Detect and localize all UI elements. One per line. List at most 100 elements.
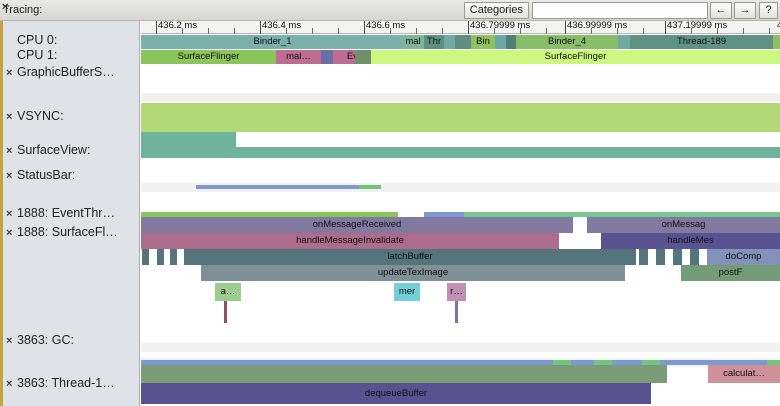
timeline-slice[interactable]: [455, 35, 471, 49]
close-icon[interactable]: ✕: [1, 2, 10, 13]
close-track-icon[interactable]: ×: [6, 111, 13, 123]
track-label-thread-1[interactable]: ×3863: Thread-1…: [6, 376, 115, 391]
track-label-pane: ×CPU 0:×CPU 1: × GraphicBufferS… ×VSYNC: ×Su…: [0, 21, 140, 406]
timeline-slice[interactable]: [157, 249, 164, 265]
timeline-slice[interactable]: [559, 233, 601, 249]
timeline-slice-labeled[interactable]: onMessageReceived: [141, 217, 573, 233]
categories-button[interactable]: Categories: [463, 1, 529, 19]
toolbar-right-group: Categories ← → ?: [462, 1, 780, 20]
track-label-surfaceview[interactable]: ×SurfaceView:: [6, 143, 90, 158]
close-track-icon[interactable]: ×: [6, 335, 13, 347]
timeline-slice[interactable]: [573, 217, 587, 233]
ruler-minor-tick: [234, 28, 235, 34]
track-label-cpu-0[interactable]: ×CPU 0:: [6, 33, 57, 48]
timeline-slice[interactable]: [141, 212, 398, 217]
ruler-tick-label: 436.2 ms: [158, 21, 198, 31]
next-result-button[interactable]: →: [734, 1, 756, 19]
track-label-text: GraphicBufferS…: [17, 65, 115, 79]
timeline-slice[interactable]: [656, 249, 665, 265]
timeline-slice[interactable]: [673, 249, 682, 265]
timeline-slice-labeled[interactable]: Thr: [424, 35, 444, 49]
timeline-slice[interactable]: [196, 185, 359, 189]
track-label-eventthread[interactable]: ×1888: EventThr…: [6, 206, 115, 221]
track-label-vsync[interactable]: ×VSYNC:: [6, 109, 64, 124]
track-label-statusbar[interactable]: ×StatusBar:: [6, 168, 75, 183]
timeline-slice[interactable]: [455, 301, 458, 323]
ruler-major-tick: [665, 21, 666, 34]
ruler-minor-tick: [416, 28, 417, 34]
timeline-slice-labeled[interactable]: r…: [447, 283, 466, 301]
timeline-slice[interactable]: [506, 35, 516, 49]
close-track-icon[interactable]: ×: [6, 378, 13, 390]
timeline-slice[interactable]: [424, 212, 464, 217]
timeline-slice-labeled[interactable]: Binder_1: [141, 35, 404, 49]
toolbar: ✕ Tracing: Categories ← → ?: [0, 0, 780, 21]
timeline-slice-labeled[interactable]: calculat…: [708, 365, 780, 383]
slice-label: Thr: [426, 36, 442, 47]
timeline-slice-labeled[interactable]: mer: [394, 283, 420, 301]
search-input[interactable]: [532, 1, 708, 19]
timeline-slice-labeled[interactable]: handleMes: [601, 233, 780, 249]
slice-label: calculat…: [723, 368, 765, 379]
timeline-slice[interactable]: [639, 249, 648, 265]
timeline-slice-labeled[interactable]: Thread-189: [630, 35, 773, 49]
timeline-slice[interactable]: [444, 35, 455, 49]
close-track-icon[interactable]: ×: [6, 170, 13, 182]
ruler-tick-label: 436.4 ms: [262, 21, 302, 31]
help-button[interactable]: ?: [759, 1, 778, 19]
close-track-icon[interactable]: ×: [6, 67, 13, 79]
track-label-gc[interactable]: ×3863: GC:: [6, 333, 74, 348]
timeline-slice[interactable]: [571, 360, 594, 365]
timeline-slice[interactable]: [612, 360, 642, 365]
timeline-slice[interactable]: [398, 212, 424, 217]
timeline-slice[interactable]: [594, 360, 612, 365]
timeline-slice-labeled[interactable]: SurfaceFlinger: [141, 50, 276, 64]
timeline-slice[interactable]: [690, 249, 699, 265]
timeline-slice[interactable]: [767, 360, 780, 365]
timeline-slice[interactable]: [141, 132, 236, 147]
track-label-surfaceflinger[interactable]: ×1888: SurfaceFl…: [6, 225, 118, 240]
timeline-slice-labeled[interactable]: Bin: [471, 35, 495, 49]
timeline-slice-labeled[interactable]: SurfaceFlinger: [371, 50, 780, 64]
timeline-slice-labeled[interactable]: onMessag: [587, 217, 780, 233]
timeline-slice[interactable]: [141, 147, 780, 158]
timeline-slice-labeled[interactable]: mal: [402, 35, 424, 49]
timeline-slice-labeled[interactable]: Binder_4: [516, 35, 618, 49]
timeline-slice[interactable]: [141, 365, 667, 383]
timeline-slice-labeled[interactable]: postF: [681, 265, 780, 281]
close-track-icon[interactable]: ×: [6, 145, 13, 157]
close-track-icon[interactable]: ×: [6, 208, 13, 220]
ruler-minor-tick: [182, 28, 183, 34]
timeline-slice-labeled[interactable]: dequeueBuffer: [141, 383, 651, 404]
timeline-slice[interactable]: [660, 360, 767, 365]
ruler-minor-tick: [442, 28, 443, 34]
timeline-slice[interactable]: [141, 360, 553, 365]
timeline-slice[interactable]: [170, 249, 177, 265]
timeline-slice-labeled[interactable]: handleMessageInvalidate: [141, 233, 559, 249]
timeline-slice[interactable]: [642, 360, 660, 365]
timeline-slice[interactable]: [773, 35, 780, 49]
timeline-slice[interactable]: [359, 185, 381, 189]
track-label-cpu-1[interactable]: ×CPU 1:: [6, 48, 57, 63]
timeline-slice[interactable]: [141, 103, 780, 132]
timeline-slice[interactable]: [618, 35, 630, 49]
timeline-slice[interactable]: [553, 360, 571, 365]
ruler-minor-tick: [617, 28, 618, 34]
track-label-graphic-buffer[interactable]: × GraphicBufferS…: [6, 65, 115, 80]
timeline-slice-labeled[interactable]: latchBuffer: [184, 249, 636, 265]
timeline-slice[interactable]: [355, 50, 371, 64]
timeline-slice[interactable]: [224, 301, 227, 323]
prev-result-button[interactable]: ←: [710, 1, 732, 19]
timeline-slice-labeled[interactable]: mal…: [276, 50, 321, 64]
timeline-slice[interactable]: [464, 212, 780, 217]
row-band-gc: [141, 343, 780, 352]
timeline-slice[interactable]: [495, 35, 506, 49]
timeline-slice[interactable]: [142, 249, 149, 265]
timeline-slice-labeled[interactable]: doComp: [707, 249, 780, 265]
timeline-slice-labeled[interactable]: updateTexImage: [201, 265, 625, 281]
timeline-slice[interactable]: [321, 50, 333, 64]
close-track-icon[interactable]: ×: [6, 227, 13, 239]
timeline-slice-labeled[interactable]: a…: [215, 283, 241, 301]
